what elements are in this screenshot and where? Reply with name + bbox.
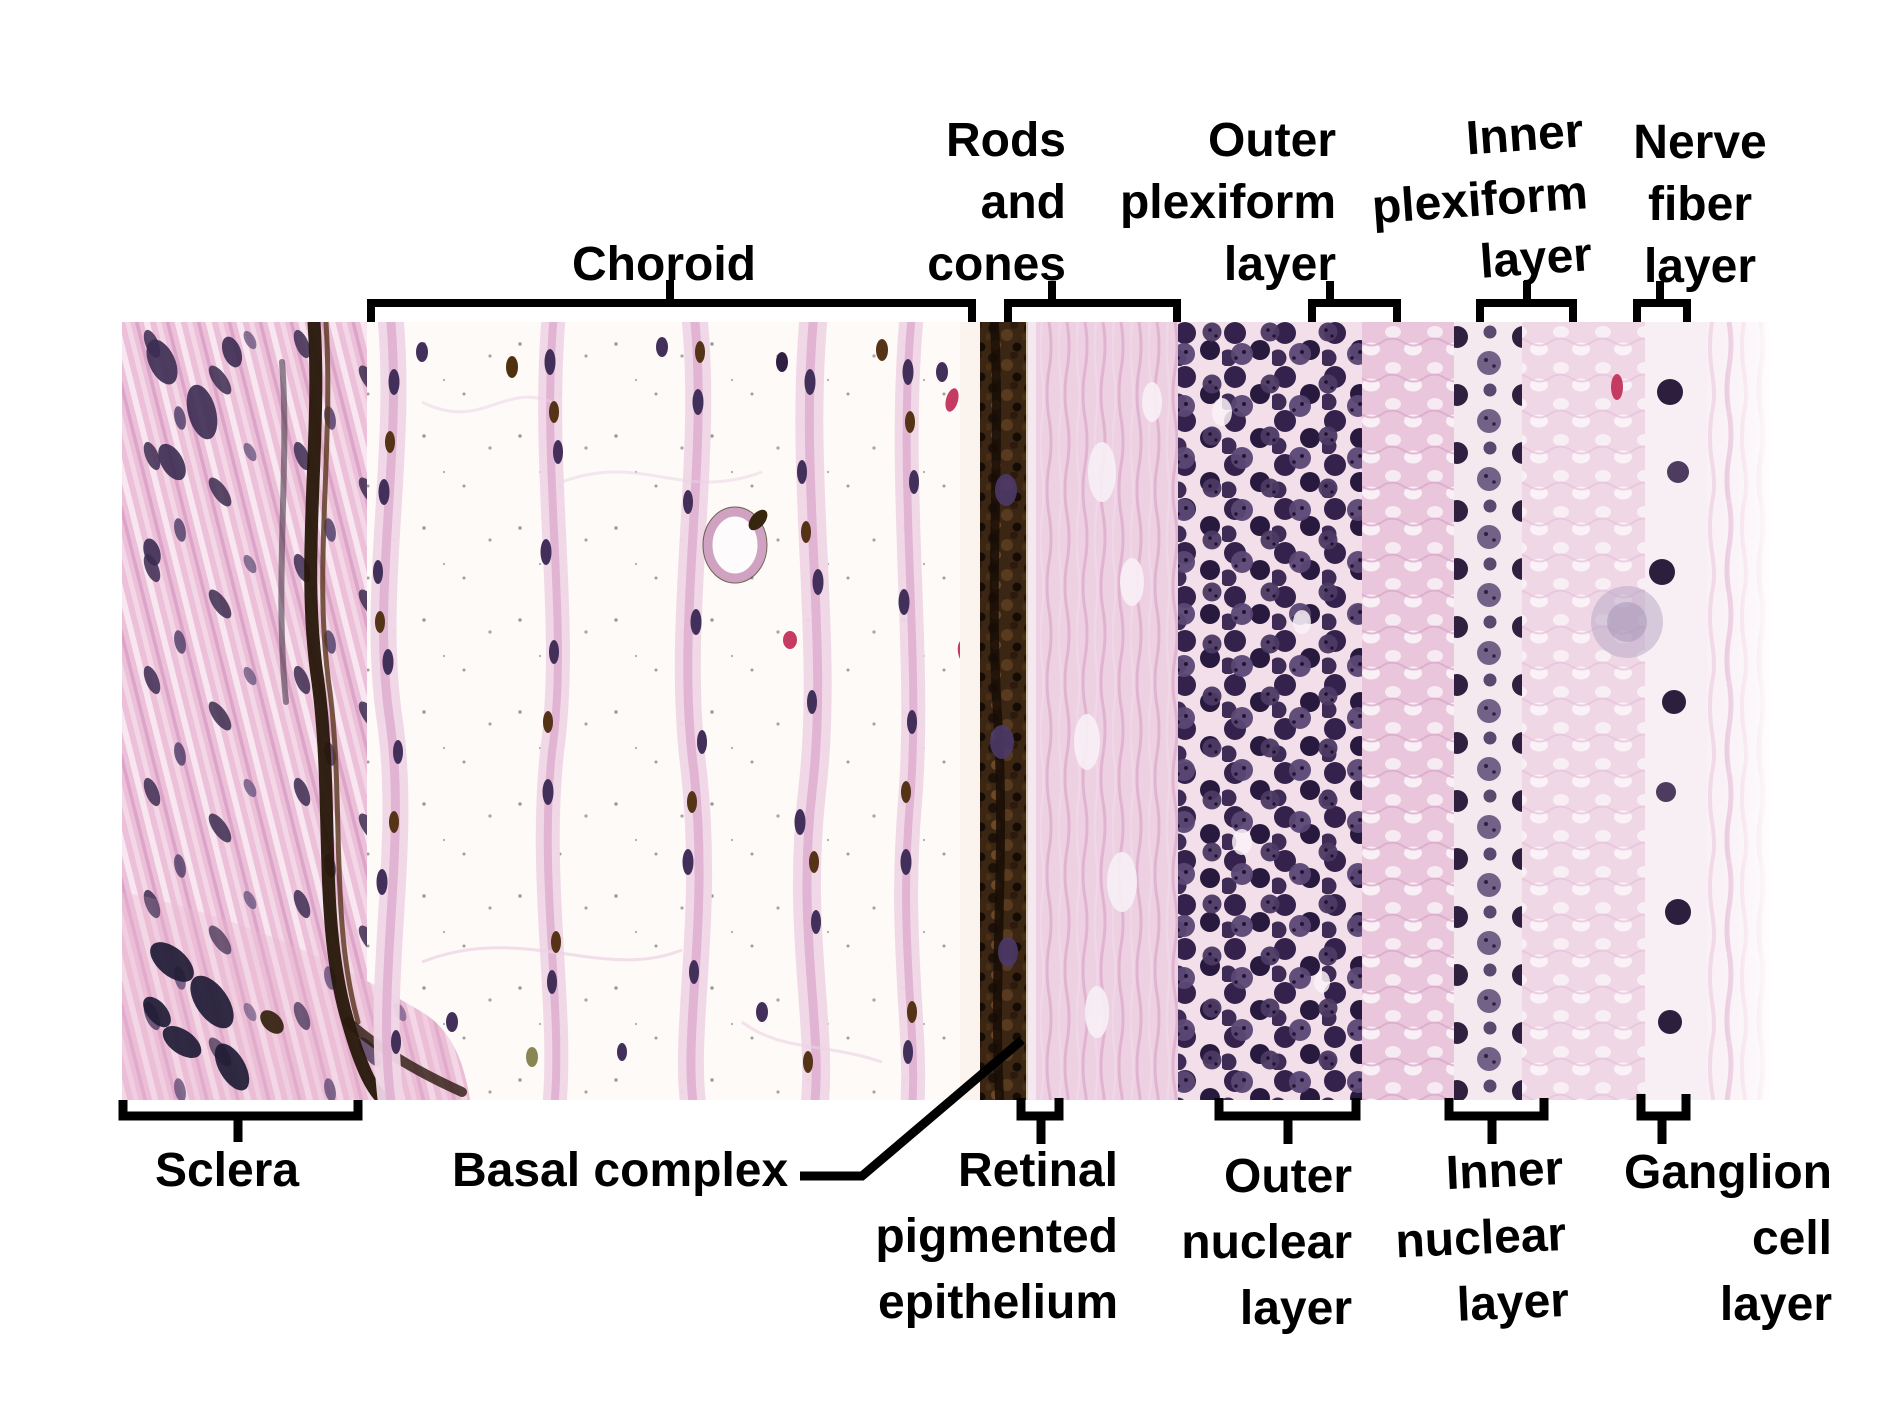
label-basal-complex: Basal complex: [452, 1144, 789, 1197]
label-outer-nuclear: Outer nuclear layer: [1181, 1150, 1352, 1335]
bracket-ganglion-cell: [1636, 1094, 1691, 1144]
label-rods-and-cones: Rods and cones: [927, 114, 1066, 291]
label-inner-nuclear: Inner nuclear layer: [1394, 1141, 1571, 1332]
label-outer-plexiform: Outer plexiform layer: [1119, 114, 1336, 291]
label-retinal-pigmented-epithelium: Retinal pigmented epithelium: [875, 1144, 1118, 1329]
choroid-nuclei: [373, 337, 948, 1064]
rods-cones-band: [1028, 322, 1178, 1100]
label-nerve-fiber: Nerve fiber layer: [1633, 116, 1767, 293]
bracket-sclera: [118, 1100, 363, 1142]
rpe-band: [960, 322, 1035, 1100]
ganglion-cell-band: [1591, 322, 1707, 1100]
label-ganglion-cell: Ganglion cell layer: [1624, 1146, 1832, 1331]
micrograph: [122, 322, 1770, 1100]
label-sclera: Sclera: [154, 1144, 300, 1197]
choroid-speckles: [352, 322, 992, 1100]
outer-plexiform-band: [1362, 322, 1454, 1100]
choroid-vessel-ring: [702, 506, 768, 584]
nerve-fiber-band: [1707, 322, 1770, 1100]
sclera-nuclei-cluster-bottom: [143, 942, 284, 1091]
label-choroid: Choroid: [572, 238, 756, 291]
inner-plexiform-band: [1522, 322, 1645, 1100]
bracket-outer-nuclear: [1214, 1098, 1361, 1144]
sclera-nuclei-cluster-top: [143, 336, 243, 566]
choroid-strands: [370, 322, 981, 1100]
outer-nuclear-band: [1178, 322, 1362, 1100]
inner-nuclear-band: [1454, 322, 1522, 1100]
suprachoroid-pigment-streak: [278, 322, 538, 1100]
